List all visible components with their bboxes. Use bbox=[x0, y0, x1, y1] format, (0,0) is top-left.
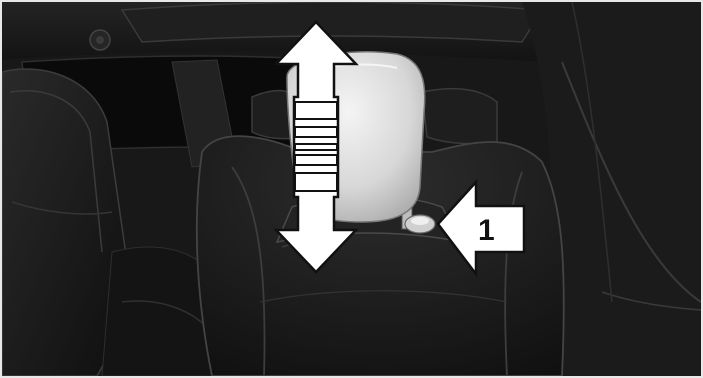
sunroof bbox=[122, 2, 542, 42]
callout-number-label: 1 bbox=[478, 214, 495, 247]
rear-headrest-right bbox=[422, 89, 497, 144]
